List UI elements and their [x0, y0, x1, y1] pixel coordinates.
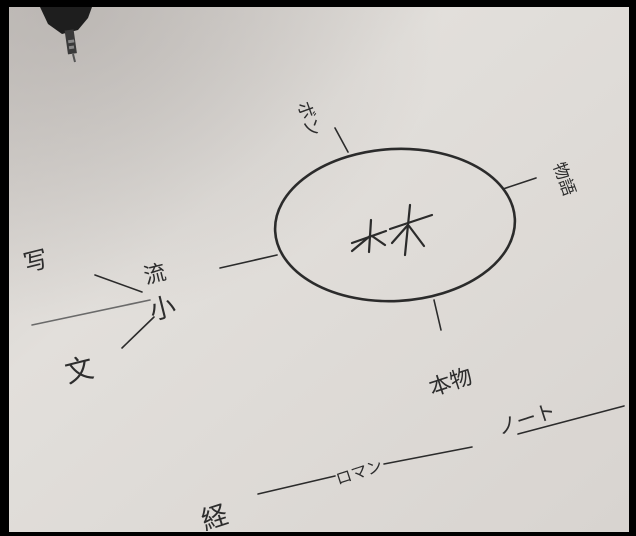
- paper-shadow: [9, 7, 629, 532]
